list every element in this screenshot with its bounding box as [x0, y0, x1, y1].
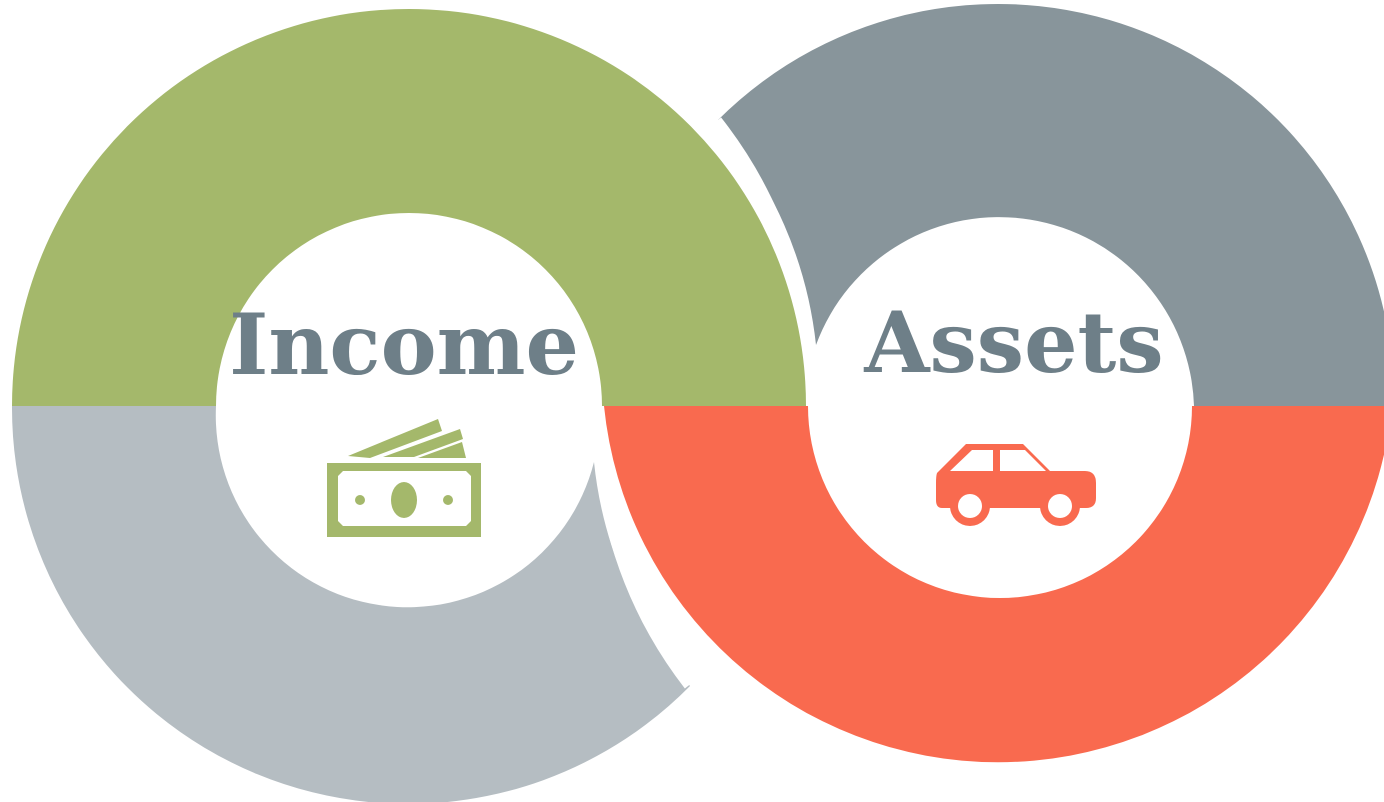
- income-top-segment: [12, 9, 806, 407]
- income-ring: [11, 9, 806, 802]
- car-icon: [936, 444, 1096, 526]
- assets-top-segment: [718, 3, 1384, 406]
- assets-bottom-segment: [604, 406, 1384, 763]
- income-label: Income: [229, 295, 579, 394]
- income-bottom-segment: [11, 406, 690, 802]
- assets-label: Assets: [863, 293, 1163, 392]
- money-icon: [327, 419, 481, 537]
- assets-ring: [604, 3, 1384, 763]
- ring-separator: [593, 117, 815, 689]
